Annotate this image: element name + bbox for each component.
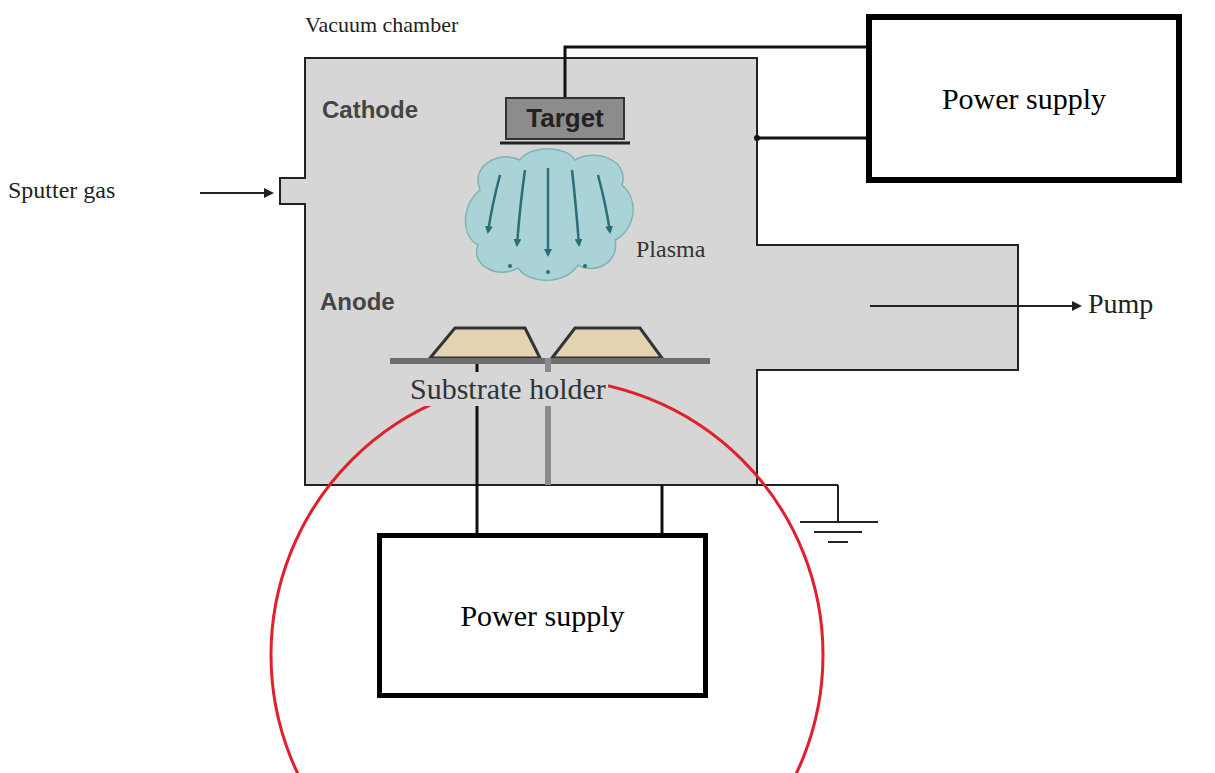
target-box: Target (505, 97, 625, 140)
part-label: Plasma (636, 236, 705, 263)
power-supply-box: Power supply (866, 14, 1182, 183)
pump-arrow (870, 305, 1080, 307)
part-label: Anode (320, 288, 395, 316)
part-label: Substrate holder (408, 372, 608, 406)
node-text: Target (526, 103, 604, 134)
substrate (430, 328, 540, 358)
power-supply-box: Power supply (377, 533, 708, 698)
node-text: Power supply (460, 599, 624, 633)
wire (757, 137, 866, 140)
substrate (552, 328, 662, 358)
junction-dot (754, 135, 760, 141)
node-text: Vacuum chamber (305, 12, 458, 38)
cathode-plate (500, 142, 630, 145)
wire (661, 485, 664, 533)
wire (565, 47, 866, 97)
plasma-cloud (465, 149, 633, 281)
ground-symbol (757, 485, 878, 542)
part-label: Cathode (322, 96, 418, 124)
inlet-label: Sputter gas (8, 177, 115, 204)
node-text: Power supply (942, 82, 1106, 116)
gas-arrow (200, 192, 272, 194)
outlet-label: Pump (1088, 288, 1153, 320)
highlight-circle (271, 379, 823, 773)
